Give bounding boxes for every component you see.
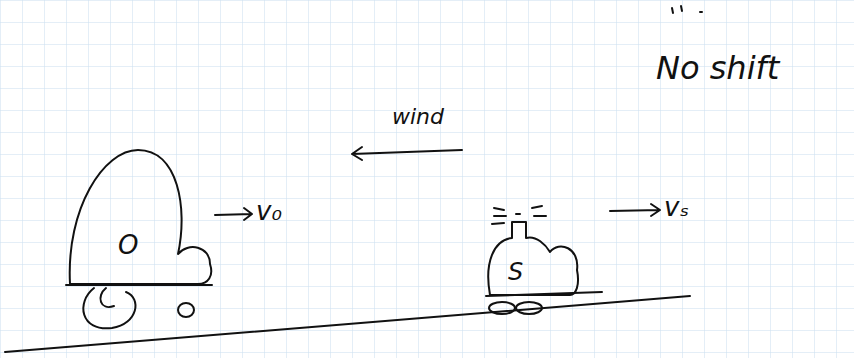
wind-arrow	[352, 147, 462, 160]
wheel	[178, 303, 194, 317]
vehicle-outline	[484, 190, 606, 322]
observer-velocity-label: v₀	[256, 198, 282, 224]
source-velocity-arrow	[610, 204, 660, 216]
vehicle-stroke	[66, 284, 212, 286]
source-vehicle: S	[484, 190, 606, 322]
pen-marks	[672, 6, 702, 13]
vehicle-outline	[66, 146, 216, 338]
wind-label: wind	[392, 106, 444, 128]
vehicle-stroke	[70, 150, 212, 284]
vehicle-stroke	[100, 288, 114, 307]
vehicle-stroke	[486, 292, 602, 296]
vehicle-stroke	[488, 222, 578, 295]
vehicle-letter: O	[118, 232, 138, 258]
observer-velocity-arrow	[215, 208, 252, 220]
observer-vehicle: O	[66, 146, 216, 338]
source-velocity-label: vₛ	[664, 194, 689, 220]
note-text: No shift	[656, 52, 779, 84]
vehicle-stroke	[516, 213, 520, 215]
vehicle-stroke	[532, 206, 546, 216]
vehicle-letter: S	[508, 260, 523, 284]
vehicle-stroke	[492, 208, 506, 224]
wheel	[516, 302, 542, 314]
vehicle-stroke	[83, 288, 135, 328]
ground-line	[5, 296, 690, 352]
wheel	[489, 302, 515, 314]
